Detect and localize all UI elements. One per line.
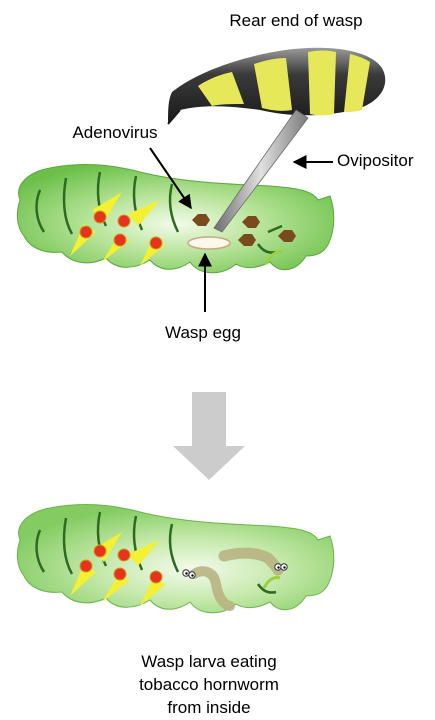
wasp-egg-icon	[188, 237, 230, 249]
caterpillar-bottom	[17, 505, 333, 613]
caterpillar-top	[17, 165, 333, 273]
down-arrow-icon	[173, 392, 245, 480]
wasp-abdomen-icon	[168, 48, 385, 124]
caption-line-2: tobacco hornworm	[139, 675, 279, 694]
caption-line-1: Wasp larva eating	[141, 652, 276, 671]
ovipositor-label: Ovipositor	[337, 151, 414, 170]
wasp-egg-label: Wasp egg	[165, 323, 241, 342]
wasp-rear-label: Rear end of wasp	[229, 11, 362, 30]
caption-line-3: from inside	[167, 698, 250, 717]
adenovirus-label: Adenovirus	[72, 123, 157, 142]
